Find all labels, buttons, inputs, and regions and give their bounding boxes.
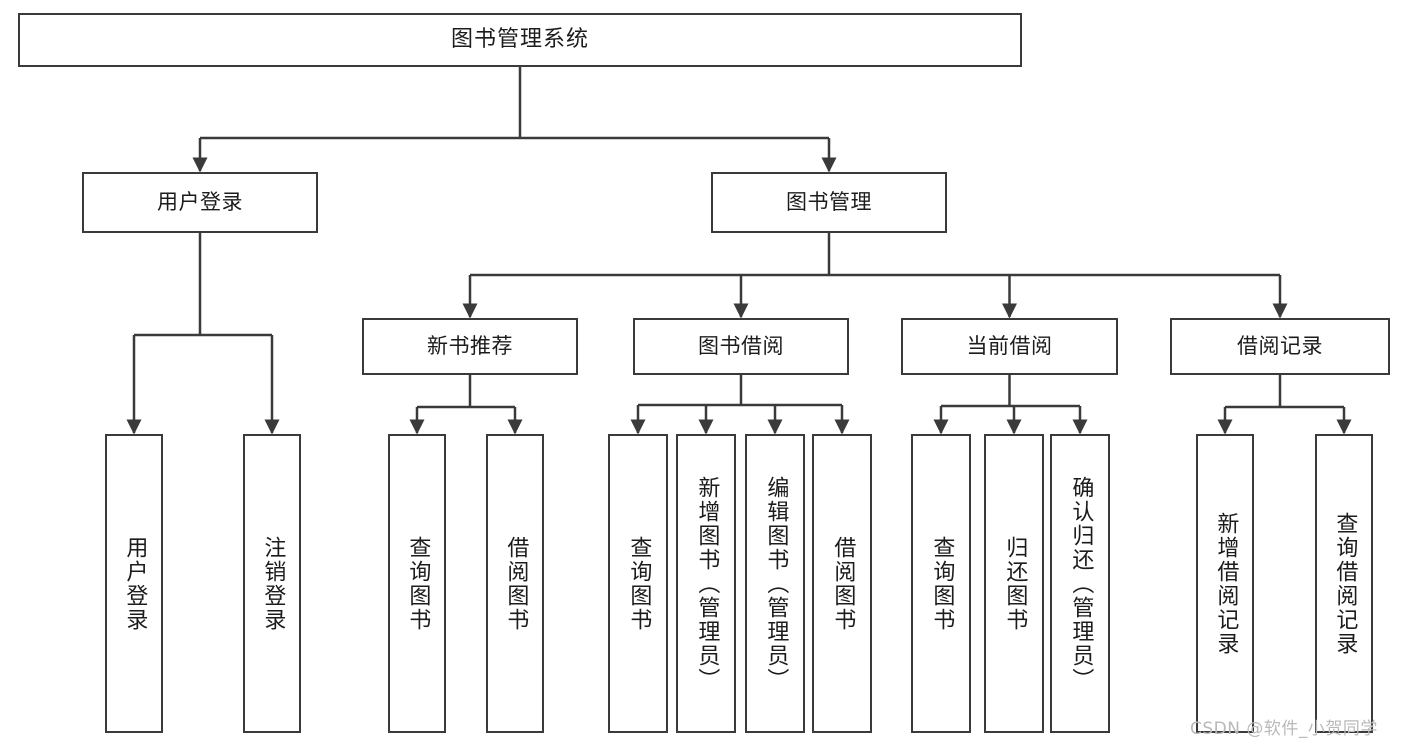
node-leaf-user-login[interactable]: 用户登录 (105, 434, 163, 733)
node-leaf-borrow-book-br-label: 借阅图书 (830, 535, 856, 632)
node-current-borrow-label: 当前借阅 (966, 334, 1053, 359)
node-leaf-query-book-rec-label: 查询图书 (405, 535, 431, 632)
node-root-label: 图书管理系统 (450, 27, 589, 53)
node-root[interactable]: 图书管理系统 (18, 13, 1022, 67)
node-leaf-user-logout-label: 注销登录 (260, 535, 286, 632)
node-leaf-return-book-label: 归还图书 (1002, 535, 1028, 632)
node-new-book-rec[interactable]: 新书推荐 (362, 318, 578, 375)
node-user-login-label: 用户登录 (157, 190, 243, 215)
node-leaf-confirm-return[interactable]: 确认归还（管理员） (1050, 434, 1110, 733)
node-new-book-rec-label: 新书推荐 (427, 334, 513, 359)
node-book-borrow[interactable]: 图书借阅 (633, 318, 849, 375)
node-leaf-edit-book[interactable]: 编辑图书（管理员） (745, 434, 805, 733)
node-book-manage-label: 图书管理 (786, 190, 872, 215)
node-leaf-confirm-return-label: 确认归还（管理员） (1068, 475, 1094, 692)
node-leaf-add-book[interactable]: 新增图书（管理员） (676, 434, 736, 733)
node-book-manage[interactable]: 图书管理 (711, 172, 947, 233)
node-leaf-user-logout[interactable]: 注销登录 (243, 434, 301, 733)
node-leaf-query-book-cb-label: 查询图书 (929, 535, 955, 632)
node-leaf-borrow-book-rec[interactable]: 借阅图书 (486, 434, 544, 733)
node-leaf-return-book[interactable]: 归还图书 (984, 434, 1044, 733)
node-leaf-add-record-label: 新增借阅记录 (1213, 511, 1239, 656)
node-leaf-query-book-cb[interactable]: 查询图书 (911, 434, 971, 733)
node-leaf-query-book-br[interactable]: 查询图书 (608, 434, 668, 733)
node-borrow-record-label: 借阅记录 (1237, 334, 1323, 359)
node-leaf-query-record[interactable]: 查询借阅记录 (1315, 434, 1373, 733)
node-user-login[interactable]: 用户登录 (82, 172, 318, 233)
node-leaf-query-book-rec[interactable]: 查询图书 (388, 434, 446, 733)
node-book-borrow-label: 图书借阅 (698, 334, 784, 359)
node-leaf-add-book-label: 新增图书（管理员） (694, 475, 720, 692)
node-leaf-user-login-label: 用户登录 (122, 535, 148, 632)
node-leaf-edit-book-label: 编辑图书（管理员） (763, 475, 789, 692)
node-current-borrow[interactable]: 当前借阅 (901, 318, 1118, 375)
csdn-watermark: CSDN @软件_小贺同学 (1190, 719, 1378, 739)
node-leaf-query-book-br-label: 查询图书 (626, 535, 652, 632)
node-leaf-borrow-book-rec-label: 借阅图书 (503, 535, 529, 632)
node-leaf-borrow-book-br[interactable]: 借阅图书 (812, 434, 872, 733)
node-borrow-record[interactable]: 借阅记录 (1170, 318, 1390, 375)
node-leaf-query-record-label: 查询借阅记录 (1332, 511, 1358, 656)
node-leaf-add-record[interactable]: 新增借阅记录 (1196, 434, 1254, 733)
